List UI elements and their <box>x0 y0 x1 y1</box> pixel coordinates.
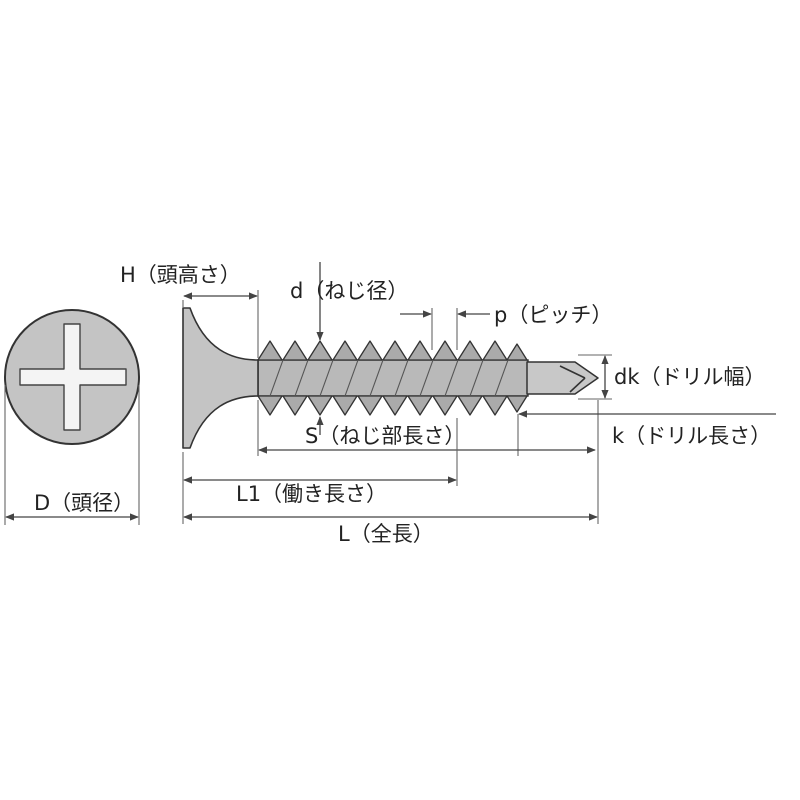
pitch-label: p（ピッチ） <box>494 303 612 327</box>
head-height-label: H（頭高さ） <box>120 263 241 287</box>
screw-side-view <box>182 307 599 449</box>
working-length-dimension <box>182 418 458 524</box>
head-diameter-label: D（頭径） <box>34 491 134 515</box>
screw-head-top-view <box>4 309 140 445</box>
head-height-dimension <box>182 290 259 358</box>
head-diameter-dimension <box>4 385 140 525</box>
screw-head-side <box>182 307 259 449</box>
drill-length-dimension <box>518 400 776 420</box>
phillips-recess-icon <box>19 323 127 431</box>
drill-edge-line <box>569 377 586 393</box>
drill-point <box>526 361 599 395</box>
pitch-dimension <box>400 308 490 350</box>
drill-length-label: k（ドリル長さ） <box>612 424 771 448</box>
drill-width-label: dk（ドリル幅） <box>614 365 766 389</box>
thread-length-dimension <box>257 400 596 456</box>
drill-width-dimension <box>578 354 612 400</box>
working-length-label: L1（働き長さ） <box>236 482 387 506</box>
thread-helix-lines <box>269 359 509 397</box>
screw-shank <box>257 359 529 397</box>
thread-length-label: S（ねじ部長さ） <box>305 424 465 448</box>
drill-flute-line <box>559 365 586 379</box>
thread-teeth <box>257 340 528 416</box>
total-length-label: L（全長） <box>338 522 434 546</box>
total-length-dimension <box>183 420 599 524</box>
thread-diameter-label: d（ねじ径） <box>290 279 408 303</box>
